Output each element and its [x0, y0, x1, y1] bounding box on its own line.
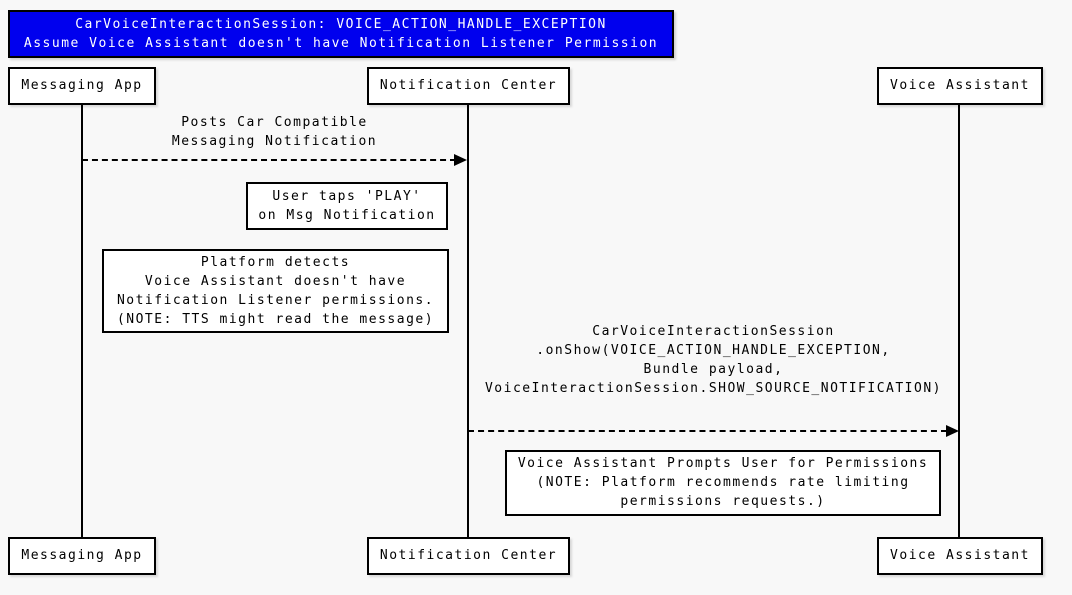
- actor-bottom-messaging-app: Messaging App: [8, 537, 156, 575]
- note-voice-assistant-prompts-line2: (NOTE: Platform recommends rate limiting: [536, 475, 910, 490]
- note-voice-assistant-prompts-line1: Voice Assistant Prompts User for Permiss…: [517, 456, 929, 471]
- message-1-label: Posts Car Compatible Messaging Notificat…: [82, 113, 467, 151]
- note-platform-detects-line2: Voice Assistant doesn't have: [144, 274, 407, 289]
- note-voice-assistant-prompts-line3: permissions requests.): [620, 494, 826, 509]
- actor-bottom-notification-center: Notification Center: [367, 537, 570, 575]
- note-platform-detects-line4: (NOTE: TTS might read the message): [116, 312, 435, 327]
- note-user-taps-play-line1: User taps 'PLAY': [272, 189, 422, 204]
- note-platform-detects-line3: Notification Listener permissions.: [116, 293, 435, 308]
- message-1-arrowhead-icon: [454, 154, 467, 166]
- actor-top-notification-center: Notification Center: [367, 67, 570, 105]
- note-user-taps-play: User taps 'PLAY' on Msg Notification: [246, 182, 448, 230]
- lifeline-messaging-app: [81, 105, 83, 537]
- note-platform-detects: Platform detects Voice Assistant doesn't…: [102, 249, 449, 333]
- message-1-label-line1: Posts Car Compatible: [181, 115, 368, 130]
- message-1-dashed-line: [82, 159, 456, 161]
- note-platform-detects-line1: Platform detects: [200, 255, 351, 270]
- message-2-label-line2: .onShow(VOICE_ACTION_HANDLE_EXCEPTION,: [536, 343, 891, 358]
- diagram-title-banner: CarVoiceInteractionSession: VOICE_ACTION…: [8, 10, 674, 58]
- message-2-label: CarVoiceInteractionSession .onShow(VOICE…: [468, 322, 959, 398]
- lifeline-notification-center: [467, 105, 469, 537]
- actor-top-voice-assistant: Voice Assistant: [877, 67, 1043, 105]
- note-user-taps-play-line2: on Msg Notification: [258, 208, 436, 223]
- diagram-title-line2: Assume Voice Assistant doesn't have Noti…: [23, 36, 659, 51]
- message-2-dashed-line: [468, 430, 947, 432]
- message-2-label-line3: Bundle payload,: [643, 362, 784, 377]
- diagram-title-line1: CarVoiceInteractionSession: VOICE_ACTION…: [75, 17, 607, 32]
- actor-bottom-voice-assistant: Voice Assistant: [877, 537, 1043, 575]
- actor-top-messaging-app: Messaging App: [8, 67, 156, 105]
- note-voice-assistant-prompts: Voice Assistant Prompts User for Permiss…: [505, 450, 941, 516]
- lifeline-voice-assistant: [958, 105, 960, 537]
- message-2-label-line1: CarVoiceInteractionSession: [592, 324, 835, 339]
- message-2-arrowhead-icon: [946, 425, 959, 437]
- message-1-label-line2: Messaging Notification: [171, 134, 378, 149]
- message-2-label-line4: VoiceInteractionSession.SHOW_SOURCE_NOTI…: [484, 381, 942, 396]
